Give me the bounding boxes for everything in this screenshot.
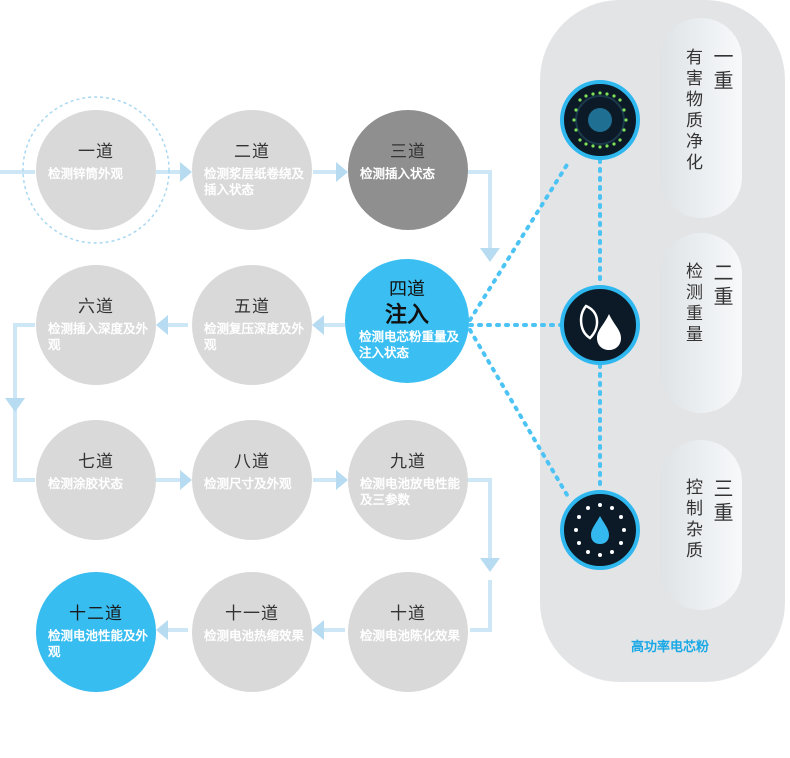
node-1-halo — [22, 96, 170, 244]
layer-2-level: 二重 — [710, 262, 734, 310]
layer-1-level: 一重 — [710, 46, 734, 94]
node-3-desc: 检测插入状态 — [360, 166, 436, 181]
layer-3-pill — [660, 440, 742, 610]
center-title: 四道 — [389, 279, 425, 300]
layer-3-text: 控制杂质 — [682, 478, 702, 562]
node-9-title: 九道 — [390, 452, 426, 472]
node-10: 十道 检测电池陈化效果 — [348, 572, 468, 692]
node-7: 七道 检测涂胶状态 — [36, 420, 156, 540]
center-desc: 检测电芯粉重量及注入状态 — [359, 329, 460, 360]
node-12-title: 十二道 — [69, 604, 123, 624]
node-3-title: 三道 — [390, 142, 426, 162]
node-5-title: 五道 — [234, 297, 270, 317]
node-1-title: 一道 — [78, 142, 114, 162]
node-3: 三道 检测插入状态 — [348, 110, 468, 230]
panel-title: 高功率电芯粉 — [630, 640, 709, 655]
node-10-title: 十道 — [390, 604, 426, 624]
node-2: 二道 检测浆层纸卷绕及插入状态 — [192, 110, 312, 230]
node-11-desc: 检测电池热缩效果 — [204, 628, 305, 643]
node-5: 五道 检测复压深度及外观 — [192, 265, 312, 385]
layer-1-pill — [660, 18, 742, 218]
flow-connectors — [0, 170, 492, 632]
node-11: 十一道 检测电池热缩效果 — [192, 572, 312, 692]
dotted-links — [468, 158, 602, 502]
node-11-title: 十一道 — [225, 604, 279, 624]
node-9: 九道 检测电池放电性能及三参数 — [348, 420, 468, 540]
node-7-desc: 检测涂胶状态 — [48, 476, 124, 491]
node-9-desc: 检测电池放电性能及三参数 — [360, 476, 461, 507]
layer-3-level: 三重 — [710, 478, 734, 526]
node-7-title: 七道 — [78, 452, 114, 472]
node-8-desc: 检测尺寸及外观 — [204, 476, 292, 491]
layer-2-pill — [660, 233, 742, 413]
node-12: 十二道 检测电池性能及外观 — [36, 572, 156, 692]
node-8-title: 八道 — [234, 452, 270, 472]
node-2-desc: 检测浆层纸卷绕及插入状态 — [204, 166, 305, 197]
purify-ring-icon — [560, 80, 640, 160]
node-1-desc: 检测锌筒外观 — [48, 166, 124, 181]
node-12-desc: 检测电池性能及外观 — [48, 628, 149, 659]
center-subtitle: 注入 — [384, 303, 429, 328]
water-drop-icon — [560, 285, 640, 365]
node-1: 一道 检测锌筒外观 — [36, 110, 156, 230]
node-10-desc: 检测电池陈化效果 — [360, 628, 461, 643]
node-6: 六道 检测插入深度及外观 — [36, 265, 156, 385]
node-8: 八道 检测尺寸及外观 — [192, 420, 312, 540]
node-5-desc: 检测复压深度及外观 — [204, 321, 305, 352]
drop-in-dotted-ring-icon — [560, 490, 640, 570]
node-4-center: 四道 注入 检测电芯粉重量及注入状态 — [345, 259, 469, 383]
layer-1-text: 有害物质净化 — [682, 48, 702, 174]
layer-2-text: 检测重量 — [682, 262, 702, 346]
node-2-title: 二道 — [234, 142, 270, 162]
flow-arrows — [5, 162, 500, 640]
node-6-desc: 检测插入深度及外观 — [48, 321, 149, 352]
node-6-title: 六道 — [78, 297, 114, 317]
